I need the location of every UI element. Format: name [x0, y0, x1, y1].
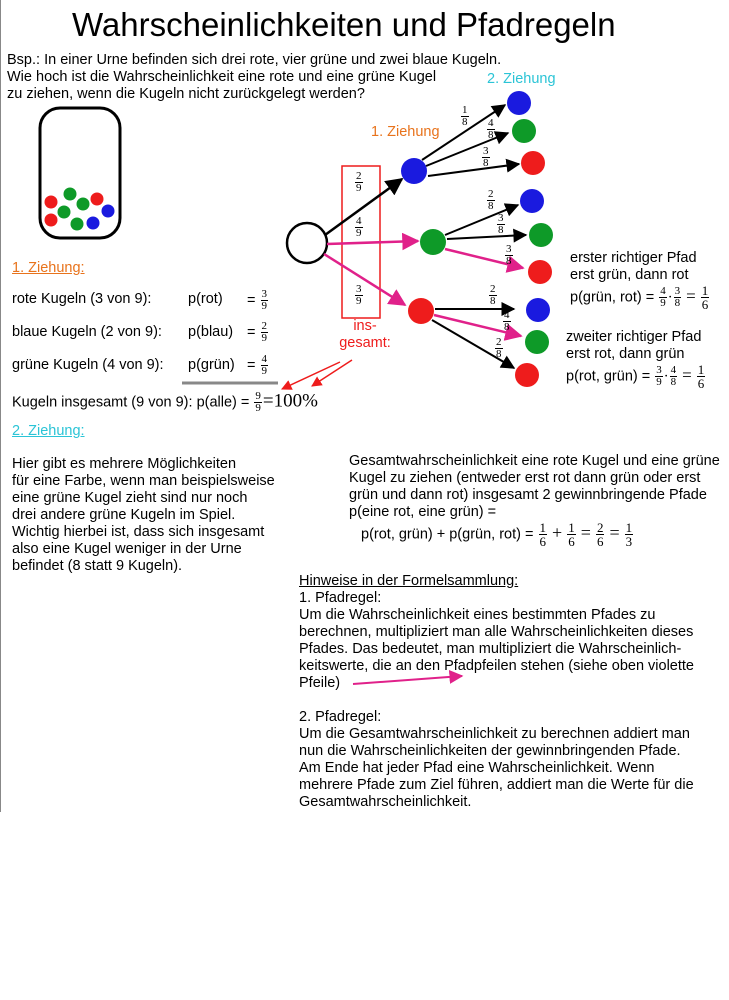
- second-green-red: [528, 260, 552, 284]
- arrow-blue-blue: [421, 104, 507, 161]
- page-title: Wahrscheinlichkeiten und Pfadregeln: [72, 6, 616, 43]
- urn-ball-red: [90, 192, 104, 206]
- tree-start-node: [285, 221, 329, 265]
- arrow-red-green: [433, 313, 523, 341]
- path2-title: zweiter richtiger Pfad: [566, 329, 702, 345]
- box-label: ins- gesamt:: [339, 318, 391, 351]
- path1-desc: erst grün, dann rot: [570, 267, 689, 283]
- second-blue-blue: [507, 91, 531, 115]
- total-text: Gesamtwahrscheinlichkeit eine rote Kugel…: [349, 453, 720, 549]
- second-red-red: [515, 363, 539, 387]
- hints-block: Hinweise in der Formelsammlung: 1. Pfadr…: [299, 573, 694, 810]
- first-draw-row-red-p: p(rot): [188, 291, 223, 307]
- urn-ball-blue: [86, 216, 100, 230]
- second-red-blue: [526, 298, 550, 322]
- path2-desc: erst rot, dann grün: [566, 346, 685, 362]
- second-green-blue: [520, 189, 544, 213]
- second-blue-red: [521, 151, 545, 175]
- urn-ball-red: [44, 213, 58, 227]
- urn-ball-red: [44, 195, 58, 209]
- urn-ball-green: [76, 197, 90, 211]
- example-violet-arrow: [352, 669, 464, 685]
- first-node-blue: [401, 158, 427, 184]
- pointer-arrow-2: [311, 359, 353, 387]
- arrow-green-red: [444, 247, 525, 273]
- path1-block: erster richtiger Pfad erst grün, dann ro…: [570, 250, 710, 311]
- second-blue-green: [512, 119, 536, 143]
- urn-ball-green: [63, 187, 77, 201]
- first-draw-row-green-label: grüne Kugeln (4 von 9):: [12, 357, 164, 373]
- second-draw-heading: 2. Ziehung:: [12, 423, 85, 439]
- first-draw-row-red-label: rote Kugeln (3 von 9):: [12, 291, 152, 307]
- rule1-title: 1. Pfadregel:: [299, 590, 382, 606]
- urn-ball-blue: [101, 204, 115, 218]
- first-draw-row-blue-label: blaue Kugeln (2 von 9):: [12, 324, 162, 340]
- intro-line: Wie hoch ist die Wahrscheinlichkeit eine…: [7, 69, 437, 85]
- rule2-title: 2. Pfadregel:: [299, 709, 382, 725]
- second-green-green: [529, 223, 553, 247]
- intro-text: Bsp.: In einer Urne befinden sich drei r…: [7, 52, 501, 103]
- urn-ball-green: [70, 217, 84, 231]
- first-draw-row-green-p: p(grün): [188, 357, 235, 373]
- arrow-start-red: [323, 252, 407, 307]
- intro-line: zu ziehen, wenn die Kugeln nicht zurückg…: [7, 86, 365, 102]
- first-node-green: [420, 229, 446, 255]
- arrow-red-red: [431, 319, 516, 369]
- hints-heading: Hinweise in der Formelsammlung:: [299, 573, 519, 589]
- worksheet: [0, 0, 1, 812]
- second-red-green: [525, 330, 549, 354]
- arrow-green-green: [446, 228, 528, 243]
- arrow-green-blue: [444, 203, 520, 236]
- arrow-start-green: [326, 232, 420, 251]
- arrow-start-blue: [324, 177, 404, 237]
- pointer-arrow-1: [281, 361, 341, 390]
- second-draw-text: Hier gibt es mehrere Möglichkeiten für e…: [12, 456, 275, 574]
- arrow-blue-red: [427, 158, 521, 177]
- path2-block: zweiter richtiger Pfad erst rot, dann gr…: [566, 329, 706, 390]
- first-node-red: [408, 298, 434, 324]
- urn-ball-green: [57, 205, 71, 219]
- first-draw-heading: 1. Ziehung:: [12, 260, 85, 276]
- intro-line: Bsp.: In einer Urne befinden sich drei r…: [7, 52, 502, 68]
- urn: [38, 106, 122, 240]
- label-first-draw: 1. Ziehung: [371, 124, 440, 140]
- first-draw-row-blue-p: p(blau): [188, 324, 234, 340]
- path1-title: erster richtiger Pfad: [570, 250, 697, 266]
- label-second-draw: 2. Ziehung: [487, 71, 556, 87]
- arrow-blue-green: [425, 131, 510, 167]
- urn-balls: [44, 187, 115, 231]
